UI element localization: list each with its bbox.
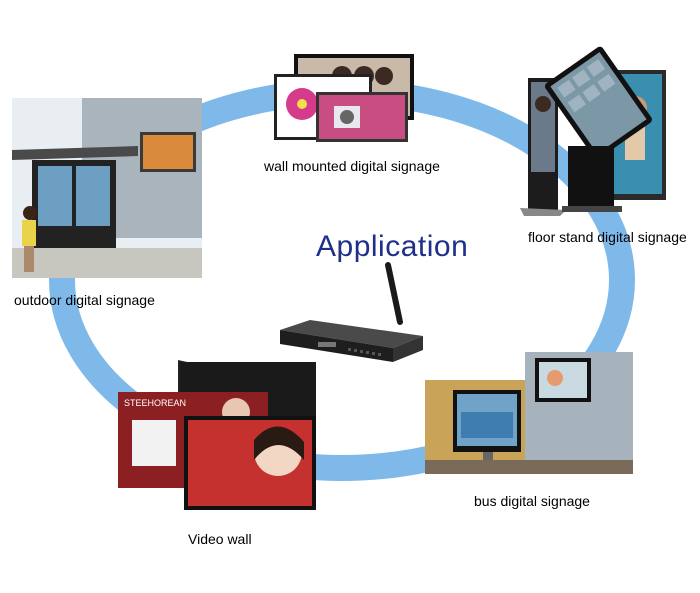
floor-stand-signage-image <box>520 46 666 216</box>
application-title: Application <box>316 230 469 263</box>
wall-mounted-label: wall mounted digital signage <box>264 158 440 174</box>
wall-mounted-signage-image <box>274 54 414 142</box>
floor-stand-label: floor stand digital signage <box>528 229 687 245</box>
video-wall-label: Video wall <box>188 531 252 547</box>
outdoor-signage-image <box>12 98 202 278</box>
outdoor-label: outdoor digital signage <box>14 292 155 308</box>
bus-label: bus digital signage <box>474 493 590 509</box>
video-wall-image: STEEHOREAN <box>118 360 316 510</box>
media-player-device <box>280 262 423 362</box>
bus-signage-image <box>425 352 633 474</box>
brand-text: STEEHOREAN <box>124 398 186 408</box>
